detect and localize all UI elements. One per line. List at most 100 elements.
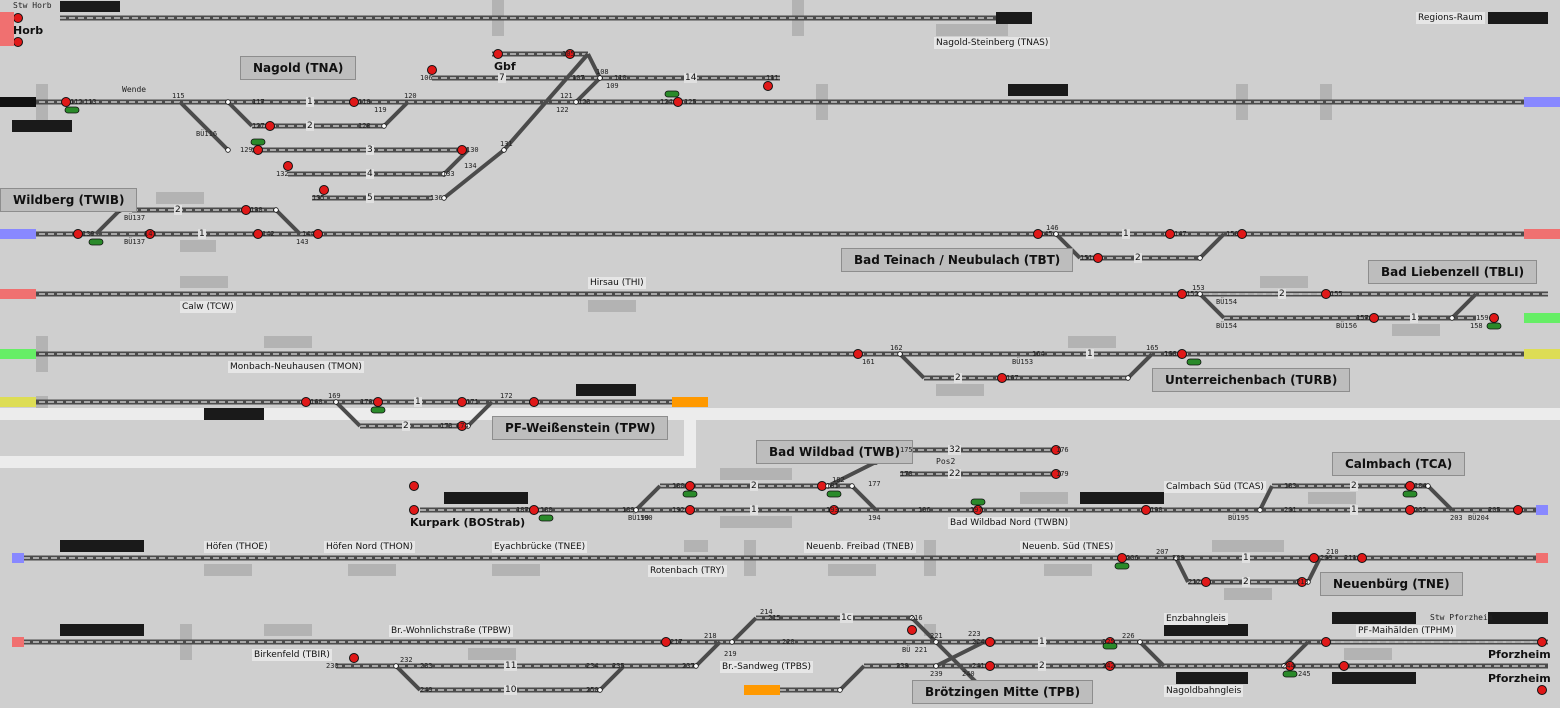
signal-red-icon[interactable] <box>493 49 503 59</box>
station-calmbach[interactable]: Calmbach (TCA) <box>1332 452 1466 476</box>
signal-red-icon[interactable] <box>685 505 695 515</box>
signal-red-icon[interactable] <box>1237 229 1247 239</box>
signal-red-icon[interactable] <box>409 505 419 515</box>
signal-red-icon[interactable] <box>1177 349 1187 359</box>
signal-red-icon[interactable] <box>565 49 575 59</box>
switch-point-icon[interactable] <box>729 639 735 645</box>
station-unterreichenbach[interactable]: Unterreichenbach (TURB) <box>1152 368 1351 392</box>
switch-point-icon[interactable] <box>633 507 639 513</box>
signal-red-icon[interactable] <box>973 505 983 515</box>
switch-point-icon[interactable] <box>825 483 831 489</box>
switch-point-icon[interactable] <box>597 687 603 693</box>
signal-green-icon[interactable] <box>1486 322 1502 330</box>
switch-point-icon[interactable] <box>1053 231 1059 237</box>
station-neuenbuerg[interactable]: Neuenbürg (TNE) <box>1320 572 1463 596</box>
signal-red-icon[interactable] <box>985 637 995 647</box>
signal-red-icon[interactable] <box>1405 505 1415 515</box>
signal-green-icon[interactable] <box>1186 358 1202 366</box>
station-bad-liebenzell[interactable]: Bad Liebenzell (TBLI) <box>1368 260 1538 284</box>
signal-red-icon[interactable] <box>13 13 23 23</box>
edge-right-wildberg[interactable] <box>1524 229 1560 239</box>
train-number-display[interactable] <box>1332 672 1416 684</box>
signal-red-icon[interactable] <box>1321 637 1331 647</box>
switch-point-icon[interactable] <box>1257 507 1263 513</box>
switch-point-icon[interactable] <box>909 615 915 621</box>
train-number-display[interactable] <box>60 540 144 552</box>
edge-right-liebenzell[interactable] <box>1524 313 1560 323</box>
train-number-display[interactable] <box>60 1 120 12</box>
switch-point-icon[interactable] <box>597 75 603 81</box>
signal-red-icon[interactable] <box>1093 253 1103 263</box>
switch-point-icon[interactable] <box>381 123 387 129</box>
switch-point-icon[interactable] <box>273 207 279 213</box>
signal-red-icon[interactable] <box>373 397 383 407</box>
switch-point-icon[interactable] <box>837 687 843 693</box>
signal-red-icon[interactable] <box>1537 685 1547 695</box>
station-weissenstein[interactable]: PF-Weißenstein (TPW) <box>492 416 669 440</box>
signal-red-icon[interactable] <box>1033 229 1043 239</box>
switch-point-icon[interactable] <box>897 351 903 357</box>
switch-point-icon[interactable] <box>501 147 507 153</box>
station-nagold[interactable]: Nagold (TNA) <box>240 56 357 80</box>
signal-red-icon[interactable] <box>985 661 995 671</box>
signal-red-icon[interactable] <box>241 205 251 215</box>
train-number-display[interactable] <box>1332 612 1416 624</box>
edge-left-calw[interactable] <box>0 289 36 299</box>
signal-red-icon[interactable] <box>763 81 773 91</box>
signal-red-icon[interactable] <box>1513 505 1523 515</box>
edge-left-wildberg[interactable] <box>0 229 36 239</box>
signal-red-icon[interactable] <box>685 481 695 491</box>
signal-green-icon[interactable] <box>370 406 386 414</box>
switch-point-icon[interactable] <box>1125 375 1131 381</box>
signal-red-icon[interactable] <box>457 397 467 407</box>
signal-red-icon[interactable] <box>1357 553 1367 563</box>
train-number-display[interactable] <box>1488 612 1548 624</box>
signal-red-icon[interactable] <box>61 97 71 107</box>
signal-green-icon[interactable] <box>682 490 698 498</box>
signal-red-icon[interactable] <box>349 97 359 107</box>
signal-red-icon[interactable] <box>427 65 437 75</box>
signal-red-icon[interactable] <box>1309 553 1319 563</box>
switch-point-icon[interactable] <box>573 99 579 105</box>
signal-red-icon[interactable] <box>853 349 863 359</box>
signal-red-icon[interactable] <box>265 121 275 131</box>
train-number-display[interactable] <box>996 12 1032 24</box>
signal-red-icon[interactable] <box>673 97 683 107</box>
signal-red-icon[interactable] <box>1339 661 1349 671</box>
edge-left-birkenfeld[interactable] <box>12 637 24 647</box>
signal-red-icon[interactable] <box>13 37 23 47</box>
edge-horb[interactable] <box>0 12 14 46</box>
signal-red-icon[interactable] <box>1051 469 1061 479</box>
signal-green-icon[interactable] <box>1114 562 1130 570</box>
switch-point-icon[interactable] <box>933 639 939 645</box>
train-number-display[interactable] <box>444 492 528 504</box>
train-number-display[interactable] <box>1488 12 1548 24</box>
edge-right-unterreichenbach[interactable] <box>1524 349 1560 359</box>
station-bad-wildbad[interactable]: Bad Wildbad (TWB) <box>756 440 914 464</box>
signal-red-icon[interactable] <box>301 397 311 407</box>
signal-red-icon[interactable] <box>1141 505 1151 515</box>
signal-green-icon[interactable] <box>88 238 104 246</box>
station-broetzingen[interactable]: Brötzingen Mitte (TPB) <box>912 680 1094 704</box>
signal-red-icon[interactable] <box>73 229 83 239</box>
signal-red-icon[interactable] <box>1177 289 1187 299</box>
signal-red-icon[interactable] <box>997 373 1007 383</box>
signal-green-icon[interactable] <box>64 106 80 114</box>
signal-green-icon[interactable] <box>1102 642 1118 650</box>
switch-point-icon[interactable] <box>1137 639 1143 645</box>
signal-green-icon[interactable] <box>1402 490 1418 498</box>
signal-red-icon[interactable] <box>1489 313 1499 323</box>
signal-red-icon[interactable] <box>1051 445 1061 455</box>
train-number-display[interactable] <box>1080 492 1164 504</box>
train-number-display[interactable] <box>204 408 264 420</box>
signal-red-icon[interactable] <box>253 145 263 155</box>
edge-left-nagold[interactable] <box>0 97 36 107</box>
train-number-display[interactable] <box>576 384 636 396</box>
signal-green-icon[interactable] <box>970 498 986 506</box>
switch-point-icon[interactable] <box>441 195 447 201</box>
signal-red-icon[interactable] <box>349 653 359 663</box>
signal-red-icon[interactable] <box>253 229 263 239</box>
train-number-display[interactable] <box>12 120 72 132</box>
signal-green-icon[interactable] <box>664 90 680 98</box>
signal-red-icon[interactable] <box>145 229 155 239</box>
